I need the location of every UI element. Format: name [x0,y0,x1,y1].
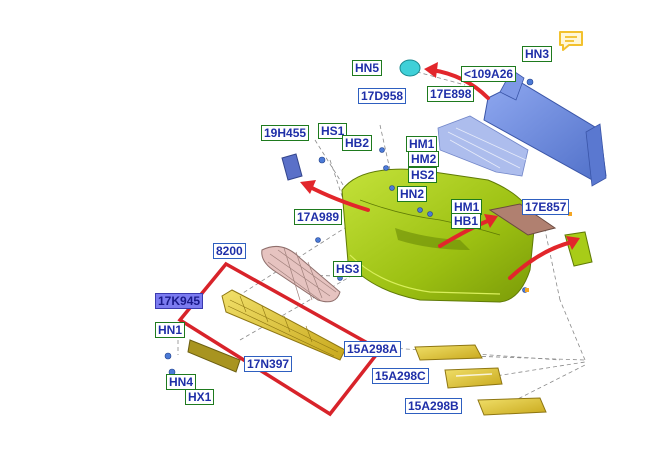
callout-hn4[interactable]: HN4 [166,374,197,390]
clip-hn5 [399,59,421,77]
fasteners [164,78,534,376]
callout-17e857[interactable]: 17E857 [522,199,570,215]
callout-hn2[interactable]: HN2 [397,186,428,202]
callout-19h455[interactable]: 19H455 [261,125,310,141]
note-icon[interactable] [558,30,584,52]
bumper-reinforcement-beam [437,69,607,187]
callout-17a989[interactable]: 17A989 [294,209,343,225]
arrow-heads [300,62,580,250]
callout-hs2[interactable]: HS2 [408,167,438,183]
fog-lamp-bezel-c [444,367,503,389]
callout-15a298c[interactable]: 15A298C [372,368,429,384]
callout-15a298a[interactable]: 15A298A [344,341,401,357]
callout-17e898[interactable]: 17E898 [427,86,475,102]
lower-bracket [187,339,241,373]
lower-grille [221,289,346,361]
fog-lamp-bezel-b [477,397,547,416]
camera-bracket [281,153,303,181]
callout-17n397[interactable]: 17N397 [244,356,293,372]
callout-109a26[interactable]: <109A26 [461,66,517,82]
direction-arrows [306,68,574,280]
callout-hx1[interactable]: HX1 [185,389,215,405]
callout-hn1[interactable]: HN1 [155,322,186,338]
fog-lamp-bezel-a [414,344,483,361]
callout-hb1[interactable]: HB1 [451,213,482,229]
bumper-cover [341,168,536,303]
callout-hm1-top[interactable]: HM1 [406,136,438,152]
callout-hn5[interactable]: HN5 [352,60,383,76]
callout-8200[interactable]: 8200 [213,243,246,259]
callout-17k945[interactable]: 17K945 [155,293,204,309]
callout-hm2[interactable]: HM2 [408,151,440,167]
callout-hs1[interactable]: HS1 [318,123,348,139]
callout-15a298b[interactable]: 15A298B [405,398,462,414]
callout-17d958[interactable]: 17D958 [358,88,407,104]
sensor-bracket [488,203,557,236]
callout-hb2[interactable]: HB2 [342,135,373,151]
callout-hn3[interactable]: HN3 [522,46,553,62]
markers [525,212,572,292]
callout-hs3[interactable]: HS3 [333,261,363,277]
callout-hm1-mid[interactable]: HM1 [451,199,483,215]
upper-grille [261,245,341,303]
